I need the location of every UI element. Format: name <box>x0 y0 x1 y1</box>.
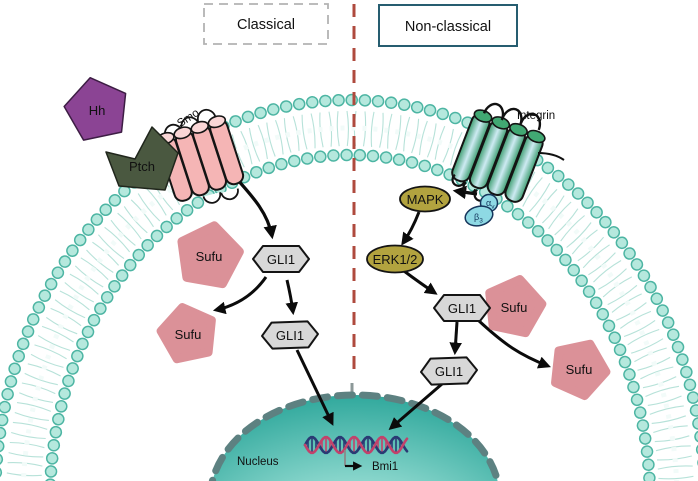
alpha-char: α <box>486 198 491 208</box>
arrow-gli1-release-right <box>449 321 462 356</box>
gli1-sufu-complex-right: Sufu GLI1 <box>433 275 547 338</box>
beta-3-subunit: β3 <box>464 205 494 227</box>
hh-label: Hh <box>89 103 106 118</box>
non-classical-box-border <box>378 4 518 47</box>
gli1-released-left <box>261 320 319 350</box>
arrow-gli1-to-nucleus-left <box>295 349 334 426</box>
nuclear-envelope <box>208 391 502 481</box>
arrow-erk-to-gli1 <box>403 269 438 295</box>
erk-label: ERK1/2 <box>373 252 418 267</box>
beta-3-ellipse <box>464 205 494 227</box>
mapk-node: MAPK <box>399 185 451 213</box>
ptch-label: Ptch <box>129 159 155 174</box>
mapk-label: MAPK <box>407 192 444 207</box>
sufu-released-left-label: Sufu <box>175 327 202 342</box>
sufu-released-right-label: Sufu <box>566 362 593 377</box>
gli1-released-right <box>420 356 478 386</box>
non-classical-title: Non-classical <box>405 19 491 35</box>
sufu-released-left <box>156 303 216 364</box>
arrow-gli1-to-free-sufu-right <box>476 318 551 369</box>
bmi1-gene-label: Bmi1 <box>372 461 398 473</box>
gli1-bound-right <box>433 294 491 322</box>
membrane-inner-bead-row <box>45 150 655 481</box>
smo-loop-icon <box>196 108 217 123</box>
arrow-gli1-to-nucleus-right <box>388 382 443 431</box>
erk-node: ERK1/2 <box>366 244 424 274</box>
membrane-outer-bead-row <box>0 95 698 481</box>
integrin-label: Integrin <box>517 110 555 122</box>
alpha-sub: v <box>491 204 495 211</box>
mapk-ellipse <box>399 185 451 213</box>
dna-helix <box>303 435 409 455</box>
gli1-bound-left <box>252 245 310 273</box>
beta-3-label: β3 <box>474 212 483 225</box>
classical-title: Classical <box>237 17 295 33</box>
sufu-bound-right-label: Sufu <box>501 300 528 315</box>
arrow-gli1-release-left <box>285 279 298 316</box>
integrin-tail-curl-icon <box>451 174 466 187</box>
non-classical-header-box: Non-classical <box>378 4 518 47</box>
smo-bottom-loop-icon <box>220 188 239 201</box>
gli1-bound-right-label: GLI1 <box>448 301 476 316</box>
ptch-receptor: Ptch <box>105 126 179 191</box>
arrow-gli1-to-free-sufu-left <box>212 276 268 315</box>
beta-char: β <box>474 212 479 222</box>
hh-ligand: Hh <box>63 76 127 141</box>
sufu-gli1-complex-left: Sufu GLI1 <box>177 221 310 289</box>
alpha-v-label: αv <box>486 198 495 211</box>
integrin-loop-icon <box>519 112 542 131</box>
sufu-bound-left <box>177 221 244 289</box>
hh-shape <box>63 76 127 141</box>
integrin-receptor: Integrin <box>451 102 565 203</box>
arrow-mapk-to-erk <box>401 211 421 246</box>
nucleus-label: Nucleus <box>237 456 279 468</box>
ptch-shape <box>105 126 179 191</box>
sufu-released-right <box>551 339 611 400</box>
gli1-released-right-label: GLI1 <box>435 364 463 379</box>
gli1-released-left-label: GLI1 <box>276 328 304 343</box>
classical-header-box: Classical <box>203 3 329 45</box>
nucleus: Bmi1 Nucleus <box>208 391 502 481</box>
sufu-bound-right <box>485 275 547 338</box>
arrow-smo-to-gli1 <box>234 176 277 240</box>
sufu-bound-left-label: Sufu <box>196 249 223 264</box>
integrin-tail-curl-icon <box>462 181 477 195</box>
gli1-bound-left-label: GLI1 <box>267 252 295 267</box>
signal-arrows <box>212 176 551 431</box>
smo-bottom-loop-icon <box>202 191 222 204</box>
classical-box-border <box>203 3 329 45</box>
integrin-helix-cap <box>526 129 546 144</box>
integrin-extracellular-tail-icon <box>537 152 565 161</box>
beta-sub: 3 <box>479 218 483 225</box>
smo-helix-cap <box>207 115 227 129</box>
erk-ellipse <box>366 244 424 274</box>
